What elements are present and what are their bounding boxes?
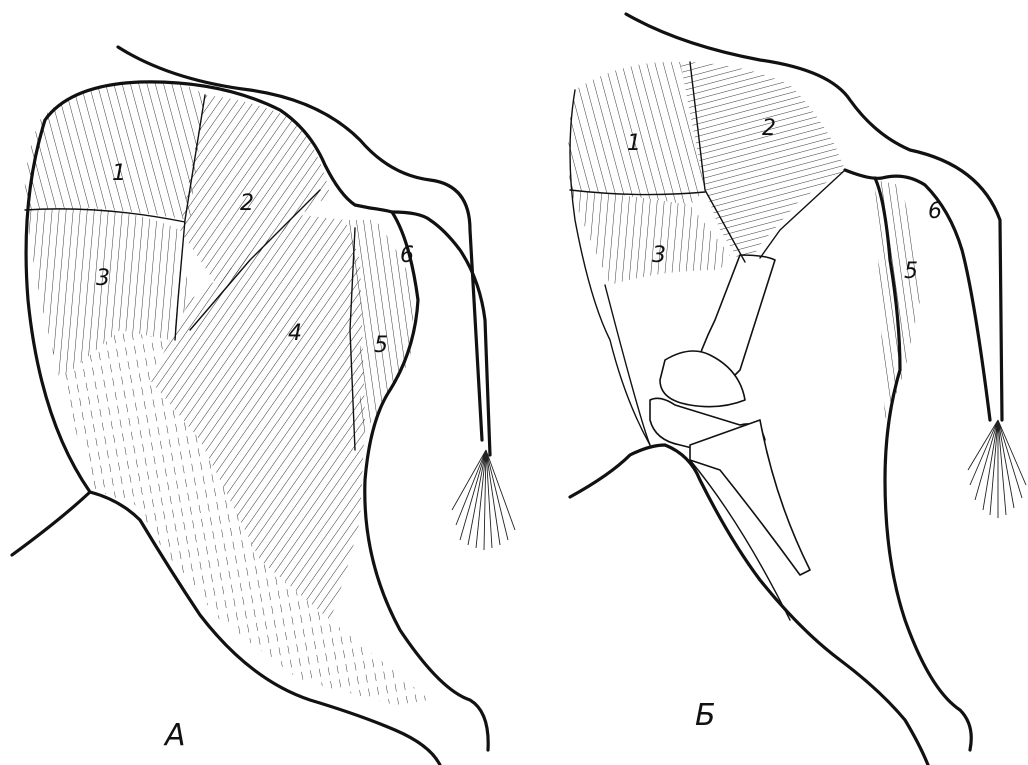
label-2-b: 2 bbox=[762, 116, 776, 141]
label-3-a: 3 bbox=[96, 266, 110, 291]
label-6-a: 6 bbox=[400, 243, 414, 268]
label-5-b: 5 bbox=[904, 259, 918, 284]
muscle-3-region-b bbox=[570, 190, 730, 285]
label-1-b: 1 bbox=[627, 131, 641, 156]
panel-label-b: Б bbox=[695, 698, 716, 733]
separator-line-b4 bbox=[605, 285, 650, 445]
tuft-b bbox=[968, 420, 1026, 518]
label-3-b: 3 bbox=[652, 243, 666, 268]
label-1-a: 1 bbox=[112, 161, 126, 186]
panel-a: 1 2 3 4 5 6 А bbox=[12, 47, 515, 765]
panel-b: 1 2 3 5 6 Б bbox=[568, 14, 1026, 765]
panel-label-a: А bbox=[163, 718, 186, 753]
label-2-a: 2 bbox=[240, 191, 254, 216]
label-4-a: 4 bbox=[288, 321, 302, 346]
tuft-a bbox=[452, 450, 515, 550]
label-6-b: 6 bbox=[928, 199, 942, 224]
front-edge-b bbox=[875, 178, 971, 750]
muscle-1-region-a bbox=[25, 82, 205, 220]
label-5-a: 5 bbox=[374, 333, 388, 358]
